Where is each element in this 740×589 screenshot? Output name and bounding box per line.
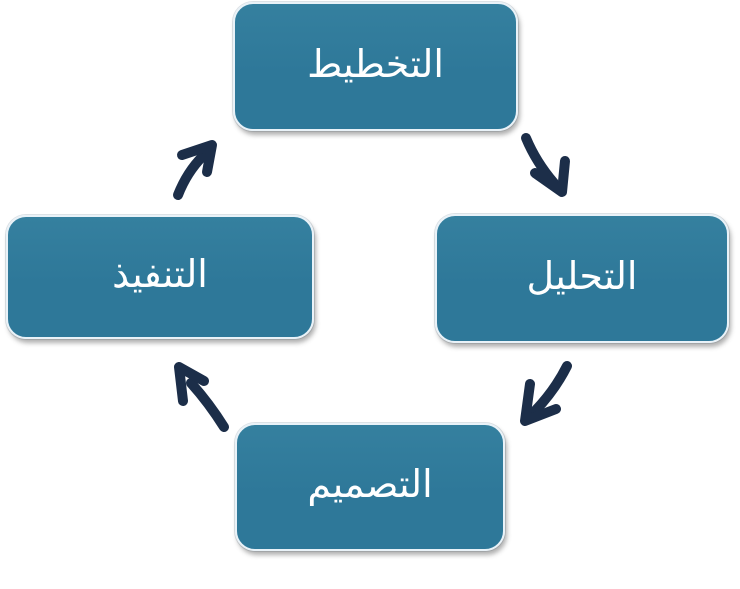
node-analysis: التحليل [435, 214, 729, 343]
node-implementation: التنفيذ [6, 215, 314, 339]
node-design: التصميم [235, 423, 505, 551]
arrow-planning-to-analysis-icon [521, 133, 570, 197]
node-design-label: التصميم [307, 462, 433, 506]
node-analysis-label: التحليل [526, 253, 638, 298]
node-planning-label: التخطيط [307, 41, 444, 86]
node-planning: التخطيط [233, 2, 518, 131]
arrow-analysis-to-design-icon [520, 361, 572, 426]
arrow-design-to-implementation-icon [174, 362, 229, 432]
node-implementation-label: التنفيذ [112, 252, 208, 296]
arrow-implementation-to-planning-icon [173, 140, 217, 200]
